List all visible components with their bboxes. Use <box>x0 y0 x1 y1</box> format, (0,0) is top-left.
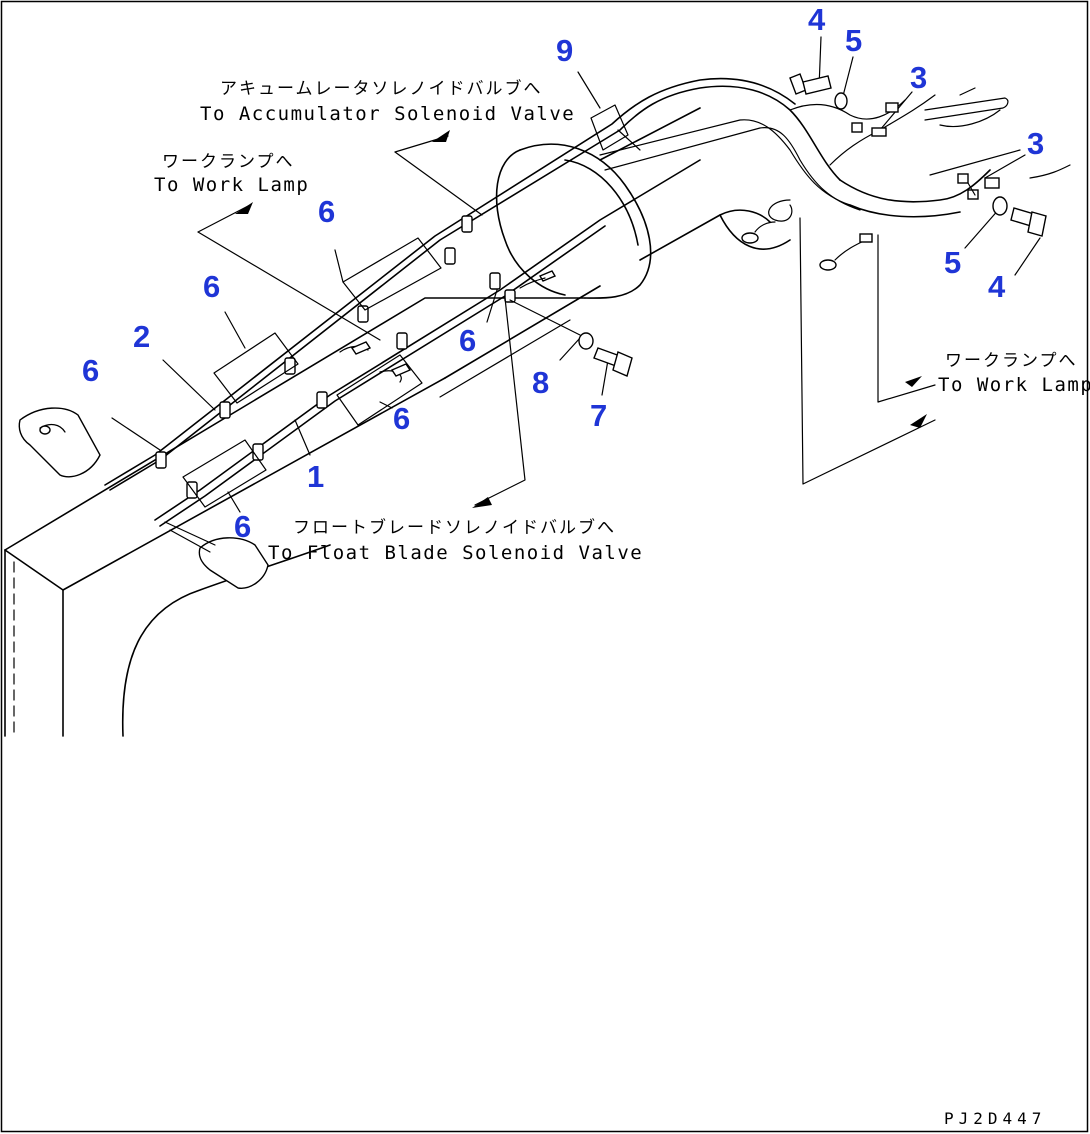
callout-6-upper: 6 <box>203 269 220 304</box>
leader-lines <box>111 36 1041 513</box>
arrow-accumulator <box>394 130 483 216</box>
callout-4-right: 4 <box>988 269 1006 304</box>
arrow-work-lamp-right <box>799 217 936 485</box>
callout-6-left: 6 <box>82 353 99 388</box>
washer-8 <box>578 332 594 350</box>
callout-2: 2 <box>133 319 150 354</box>
round-housing <box>495 107 791 299</box>
work-lamp-right-label-jp: ワークランプへ <box>945 351 1078 371</box>
callout-6-top: 6 <box>318 194 335 229</box>
callout-6-bottom: 6 <box>234 509 251 544</box>
terminals-3 <box>851 102 1000 200</box>
callout-6-mid: 6 <box>393 401 410 436</box>
drawing-code: PJ2D447 <box>944 1109 1046 1128</box>
bolt-7 <box>593 347 633 377</box>
float-blade-label-en: To Float Blade Solenoid Valve <box>268 542 643 564</box>
accumulator-label-en: To Accumulator Solenoid Valve <box>200 103 575 125</box>
bolt-4-right <box>1010 207 1047 237</box>
callout-6-housing: 6 <box>459 323 476 358</box>
ring-terminals <box>741 199 873 271</box>
arrow-work-lamp-left <box>197 202 381 341</box>
left-connectors <box>18 407 269 589</box>
callout-5-top: 5 <box>845 23 862 58</box>
callout-5-right: 5 <box>944 245 961 280</box>
work-lamp-right-label-en: To Work Lamp <box>938 374 1090 396</box>
frame-body <box>4 285 601 737</box>
callout-9: 9 <box>556 33 573 68</box>
harness-lower <box>154 159 701 527</box>
callout-1: 1 <box>307 459 324 494</box>
work-lamp-left-label-en: To Work Lamp <box>154 174 309 196</box>
callout-8: 8 <box>532 365 549 400</box>
accumulator-label-jp: アキュームレータソレノイドバルブへ <box>220 78 543 99</box>
bolt-4-top <box>789 73 832 95</box>
callout-7: 7 <box>590 398 607 433</box>
work-lamp-left-label-jp: ワークランプへ <box>162 152 295 172</box>
clamps <box>155 215 516 499</box>
callout-3-right: 3 <box>1027 126 1044 161</box>
washer-5-top <box>834 92 848 110</box>
arrow-float-blade <box>472 297 526 508</box>
harness-upper <box>104 77 1071 491</box>
housing-line <box>439 319 571 398</box>
callout-4-top: 4 <box>808 2 826 37</box>
float-blade-label-jp: フロートブレードソレノイドバルブへ <box>293 517 616 538</box>
washer-5-right <box>992 196 1008 216</box>
callout-3-top: 3 <box>910 60 927 95</box>
